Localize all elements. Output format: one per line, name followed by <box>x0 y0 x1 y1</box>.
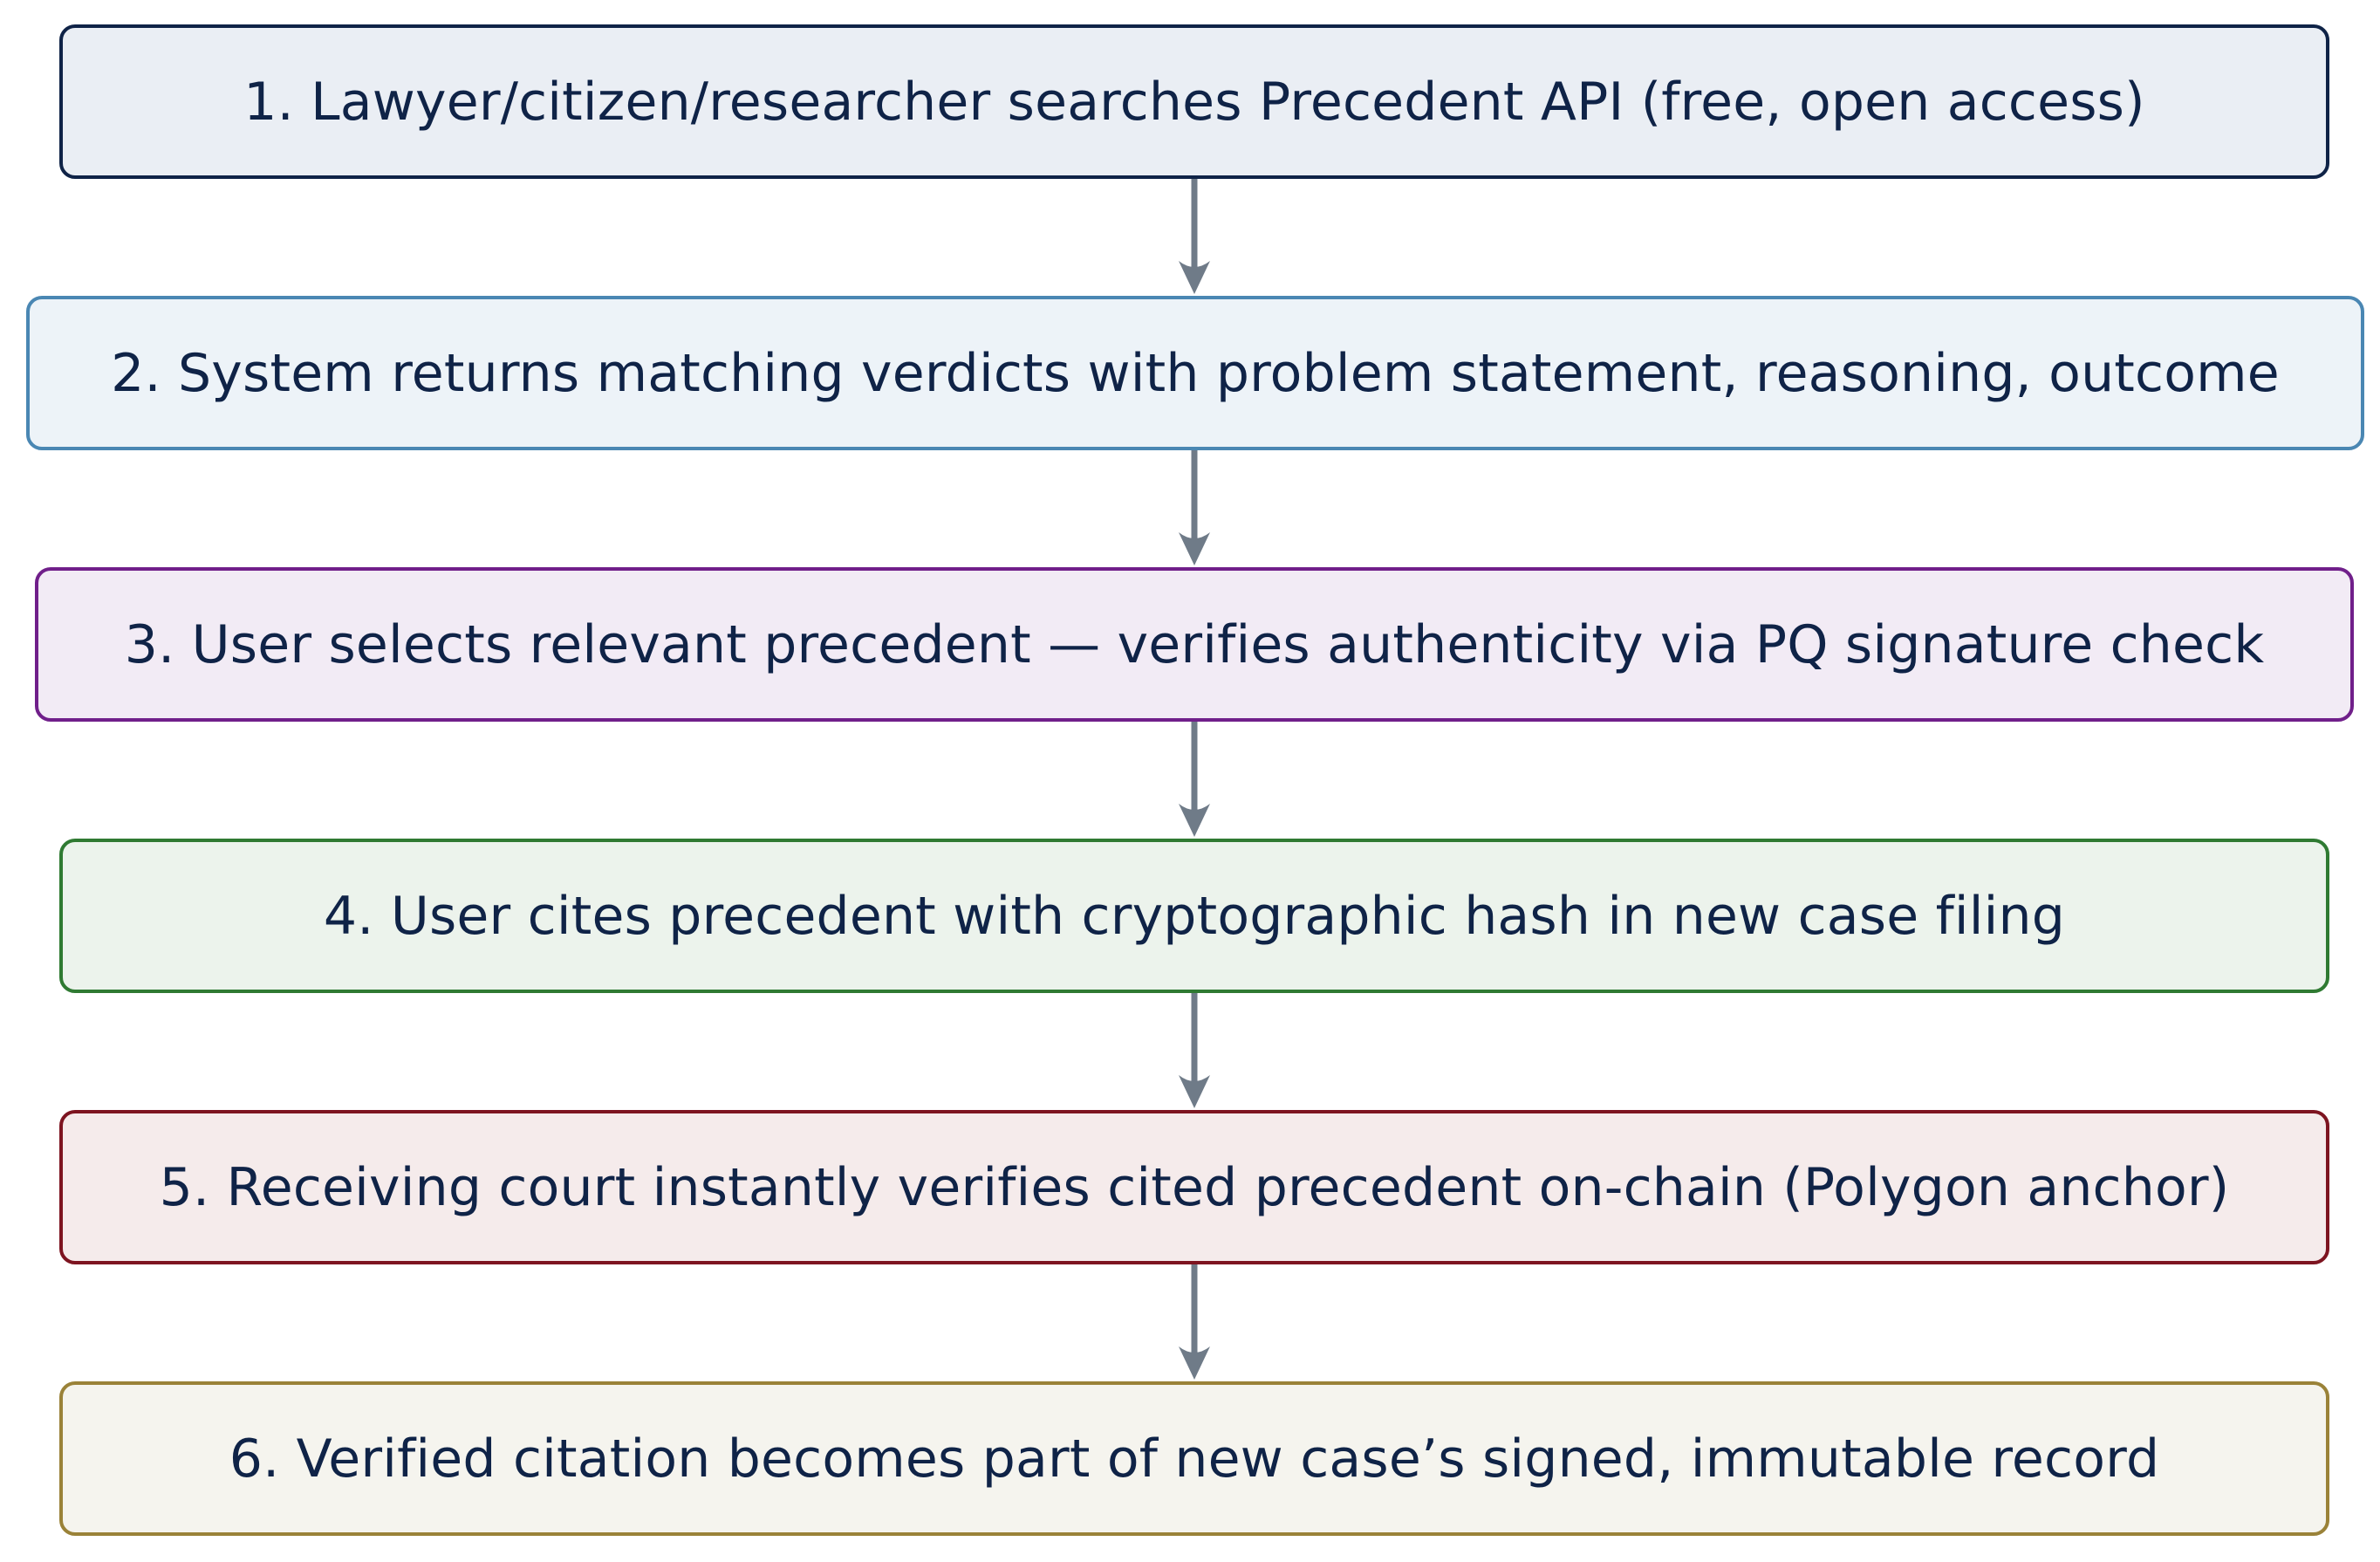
arrow-head-5 <box>1179 1346 1210 1380</box>
arrow-head-3 <box>1179 804 1210 837</box>
arrow-head-4 <box>1179 1075 1210 1108</box>
step-2-return-verdicts: 2. System returns matching verdicts with… <box>26 296 2364 450</box>
step-3-select-precedent: 3. User selects relevant precedent — ver… <box>35 567 2354 722</box>
step-6-verified-citation: 6. Verified citation becomes part of new… <box>59 1381 2329 1536</box>
step-4-cite-precedent: 4. User cites precedent with cryptograph… <box>59 839 2329 993</box>
arrow-head-1 <box>1179 261 1210 294</box>
arrow-head-2 <box>1179 532 1210 565</box>
step-1-search-api: 1. Lawyer/citizen/researcher searches Pr… <box>59 24 2329 179</box>
step-5-court-verifies: 5. Receiving court instantly verifies ci… <box>59 1110 2329 1264</box>
